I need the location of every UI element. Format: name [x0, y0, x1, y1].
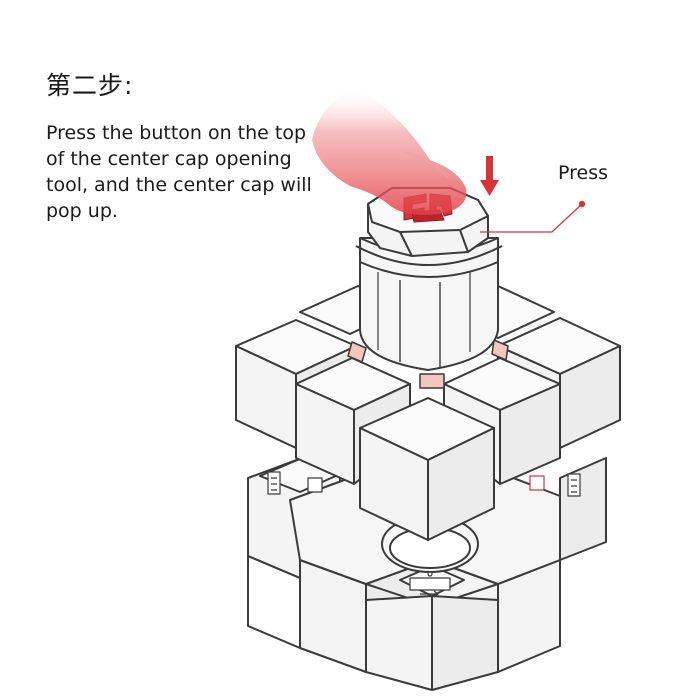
- press-callout-label: Press: [558, 162, 609, 184]
- center-cap-gap-highlights: [347, 339, 509, 389]
- step-title: 第二步:: [46, 71, 134, 100]
- front-marking-panel: [409, 571, 451, 598]
- down-arrow-icon: [480, 156, 499, 196]
- press-callout-leader: [480, 200, 586, 233]
- top-layer: [235, 285, 621, 541]
- finger-press-icon: [312, 86, 467, 215]
- center-cap-opening-tool: [355, 187, 503, 371]
- left-marking-panel: [267, 471, 323, 495]
- step-instruction: Press the button on the top of the cente…: [46, 122, 312, 222]
- right-marking-panel: [529, 473, 581, 497]
